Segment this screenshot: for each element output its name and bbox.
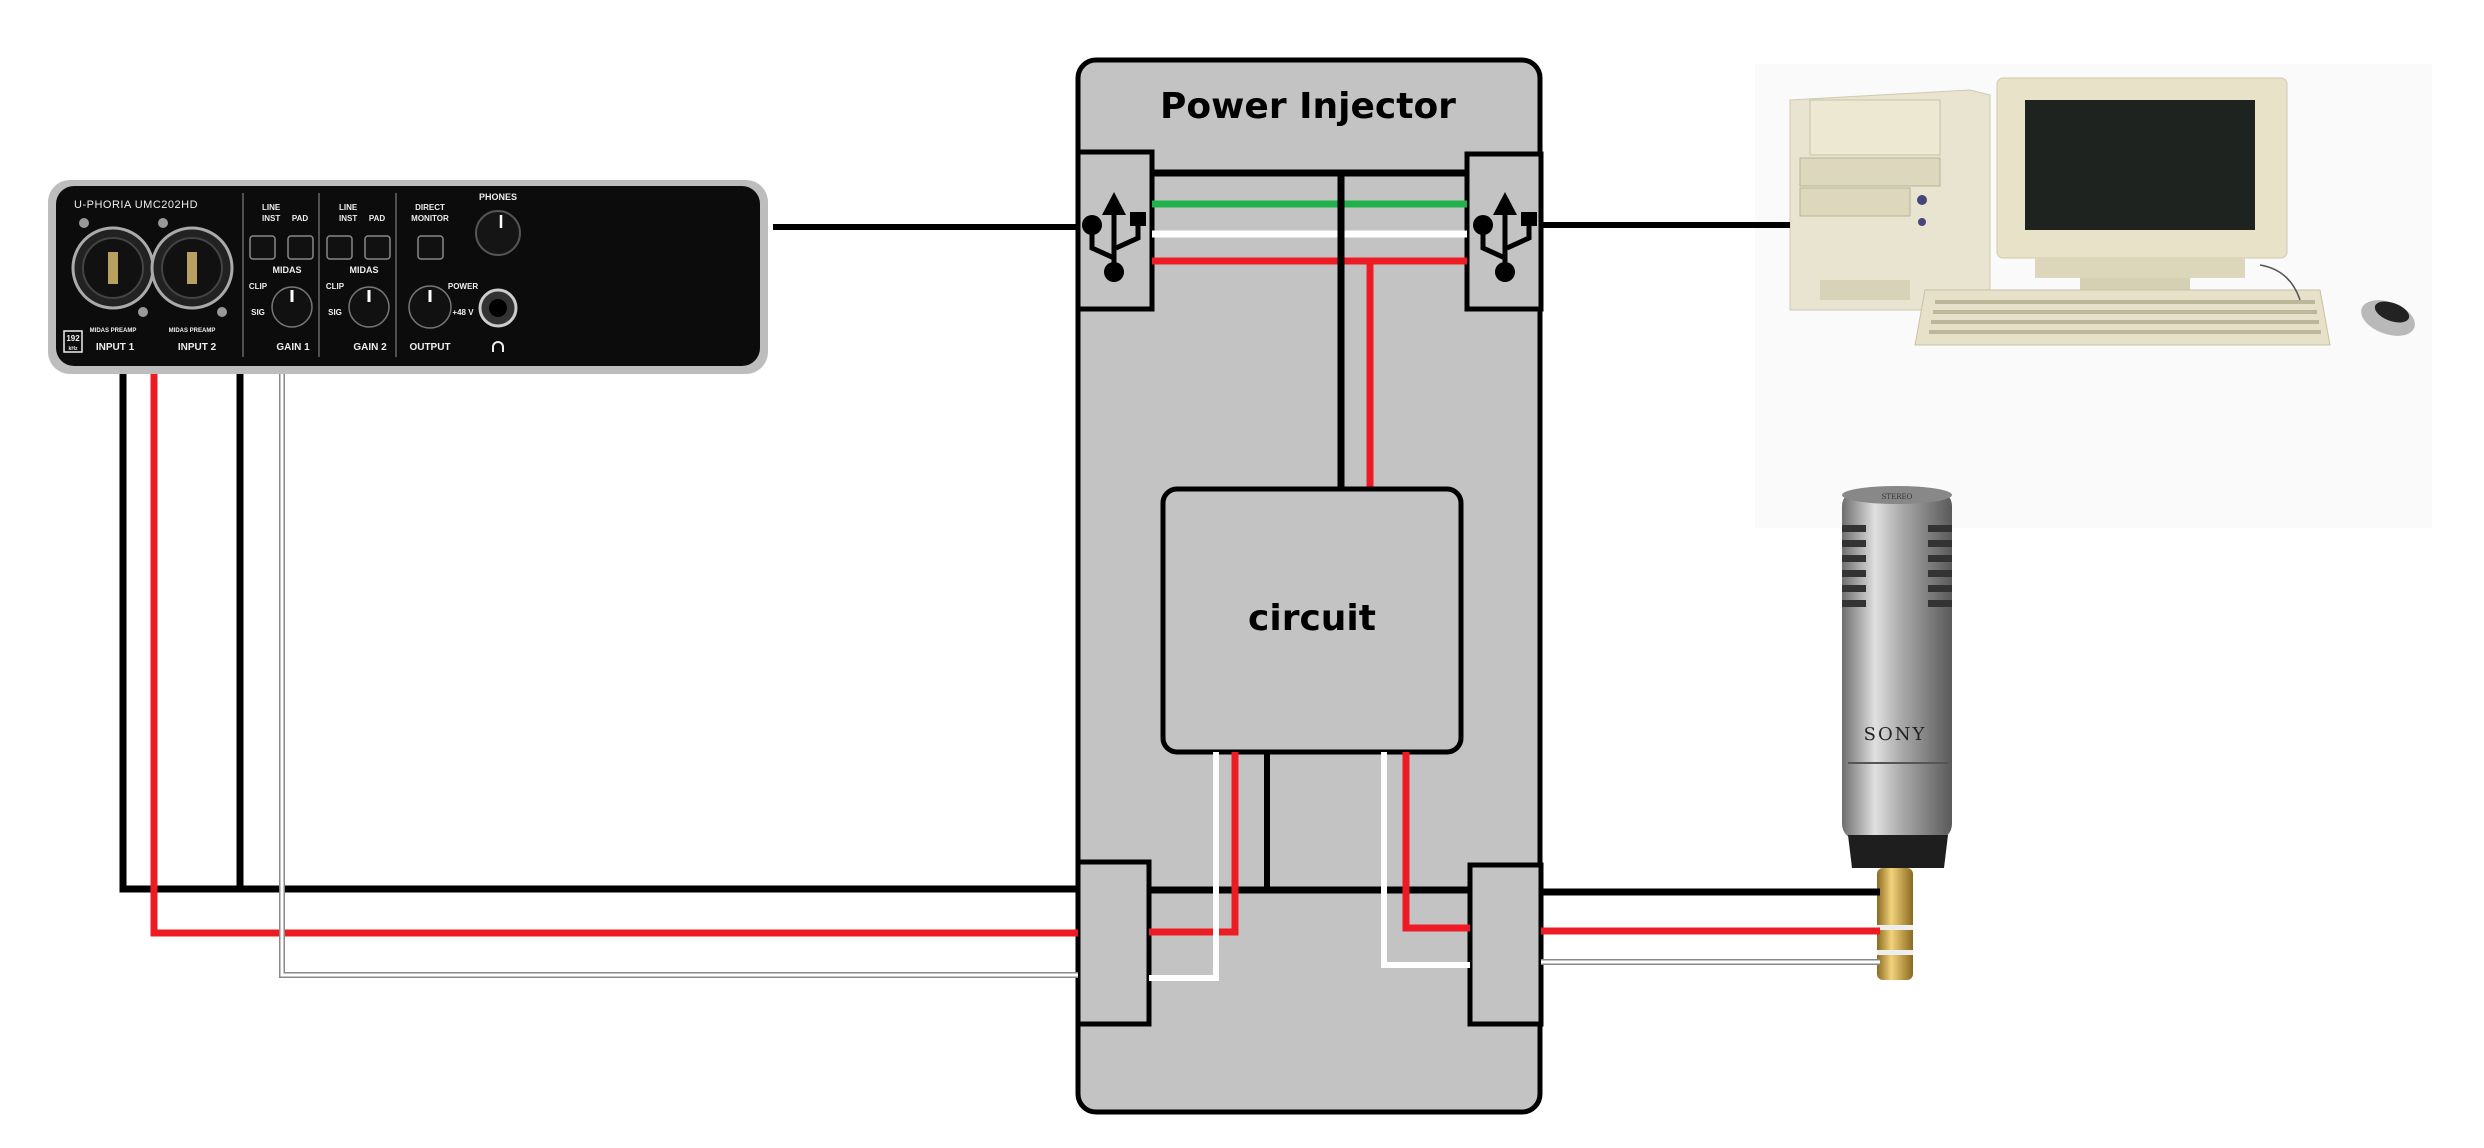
power-injector: Power Injector circuit	[1075, 57, 1544, 1115]
sample-rate-unit: kHz	[69, 346, 78, 352]
clip-label-1: CLIP	[249, 282, 268, 291]
gain-2-knob[interactable]	[348, 286, 390, 328]
pad-button-2[interactable]	[364, 235, 391, 260]
interface-brand: U-PHORIA UMC202HD	[74, 199, 198, 211]
pad-button-1[interactable]	[287, 235, 314, 260]
output-knob[interactable]	[408, 285, 452, 329]
input-2-label: INPUT 2	[178, 342, 217, 353]
preamp-label-2: MIDAS PREAMP	[169, 328, 216, 334]
phantom-label: +48 V	[452, 308, 474, 317]
sig-label-1: SIG	[251, 308, 265, 317]
preamp-label-1: MIDAS PREAMP	[90, 328, 137, 334]
audio-cable-microphone	[1541, 888, 1880, 965]
sig-label-2: SIG	[328, 308, 342, 317]
gain-2-label: GAIN 2	[353, 342, 387, 353]
usb-icon	[1473, 192, 1537, 282]
pad-label-1: PAD	[292, 214, 309, 223]
inst-label-2: INST	[339, 214, 357, 223]
computer-image	[1755, 64, 2432, 528]
audio-port-right	[1467, 862, 1544, 1027]
midas-logo-1: MIDAS	[273, 265, 302, 275]
direct-label: DIRECT	[415, 203, 445, 212]
circuit-box	[1160, 486, 1464, 755]
output-label: OUTPUT	[409, 342, 450, 353]
pad-label-2: PAD	[369, 214, 386, 223]
input-2-jack	[150, 218, 234, 317]
line-inst-button-1[interactable]	[249, 235, 276, 260]
sample-rate-badge: 192	[66, 334, 80, 343]
microphone-image: STEREO SONY	[1842, 486, 1952, 980]
phones-label: PHONES	[479, 192, 517, 202]
input-1-jack	[71, 218, 155, 317]
usb-icon	[1082, 192, 1146, 282]
inst-label-1: INST	[262, 214, 280, 223]
input-1-label: INPUT 1	[96, 342, 135, 353]
audio-interface: U-PHORIA UMC202HD MIDAS PREAMP MIDAS PRE…	[48, 180, 768, 374]
audio-cable-interface	[119, 374, 1078, 978]
line-label-2: LINE	[339, 203, 358, 212]
direct-monitor-button[interactable]	[417, 235, 444, 260]
monitor-label: MONITOR	[411, 214, 449, 223]
injector-title: Power Injector	[1160, 86, 1456, 127]
power-label: POWER	[448, 282, 478, 291]
line-label-1: LINE	[262, 203, 281, 212]
headphone-icon	[492, 341, 504, 352]
gain-1-knob[interactable]	[271, 286, 313, 328]
midas-logo-2: MIDAS	[350, 265, 379, 275]
gain-1-label: GAIN 1	[276, 342, 310, 353]
audio-port-left	[1075, 859, 1152, 1027]
clip-label-2: CLIP	[326, 282, 345, 291]
line-inst-button-2[interactable]	[326, 235, 353, 260]
mic-stereo-label: STEREO	[1882, 493, 1913, 501]
circuit-label: circuit	[1248, 598, 1376, 639]
mic-brand-logo: SONY	[1864, 724, 1927, 745]
phones-knob[interactable]	[475, 210, 521, 256]
